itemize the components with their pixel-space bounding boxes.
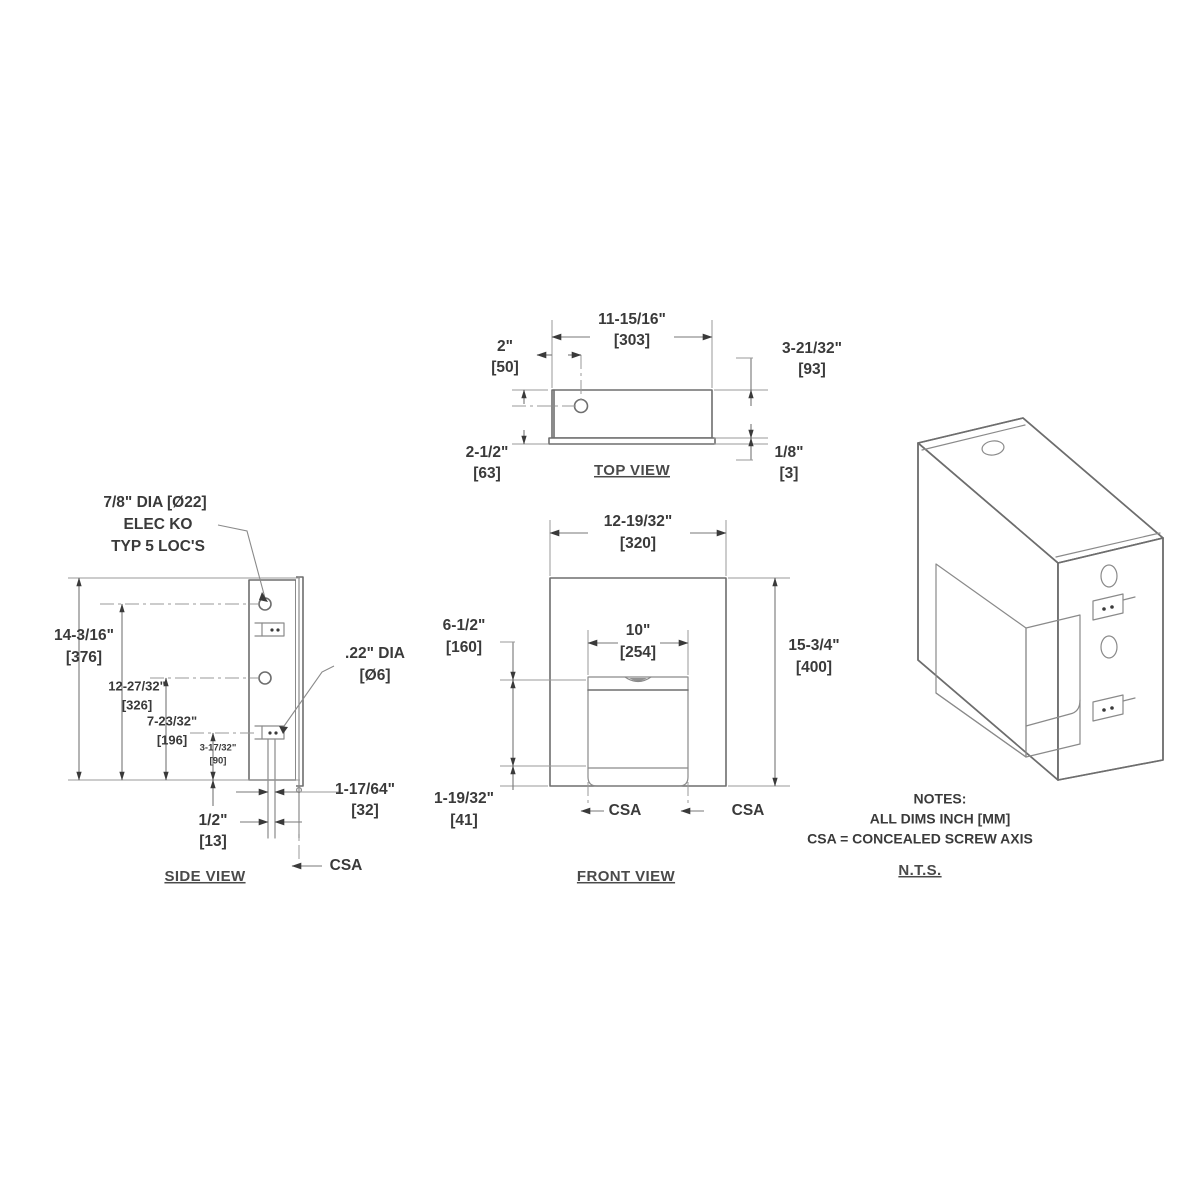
front-bottom-offset-mm: [41] xyxy=(450,812,478,829)
front-csa-label-right: CSA xyxy=(732,802,765,819)
front-width-mm: [320] xyxy=(620,535,656,552)
iso-side-slot-lower xyxy=(1092,694,1124,722)
side-view-upper-slot-hole-b xyxy=(276,628,280,632)
side-half-inch: 1/2" xyxy=(199,812,228,829)
side-midhole-mm: [196] xyxy=(157,732,187,747)
side-lowslot-mm: [90] xyxy=(210,756,227,767)
front-view-label: FRONT VIEW xyxy=(577,868,676,885)
top-depth-inch: 2-1/2" xyxy=(466,444,509,461)
side-view-body-outline xyxy=(248,579,297,781)
notes-block: NOTES: ALL DIMS INCH [MM] CSA = CONCEALE… xyxy=(807,791,1033,879)
front-top-offset-mm: [160] xyxy=(446,639,482,656)
elec-ko-leader-arrow xyxy=(259,592,268,602)
front-height-mm: [400] xyxy=(796,659,832,676)
elec-ko-leader xyxy=(217,524,266,599)
notes-line-1: ALL DIMS INCH [MM] xyxy=(870,811,1011,827)
top-view-body-outline xyxy=(551,389,713,439)
top-flange-depth-mm: [93] xyxy=(798,361,826,378)
side-view-upper-slot-hole-a xyxy=(270,628,274,632)
top-view-label: TOP VIEW xyxy=(594,462,670,479)
iso-top-inner-line xyxy=(1055,532,1161,558)
iso-top-lip-line xyxy=(921,424,1026,451)
front-view-latch-fill xyxy=(629,678,647,681)
small-hole-line-1: .22" DIA xyxy=(345,645,405,662)
top-lip-mm: [3] xyxy=(780,465,799,482)
iso-silhouette xyxy=(917,417,1164,781)
top-depth-mm: [63] xyxy=(473,465,501,482)
side-midhole-inch: 7-23/32" xyxy=(147,713,197,728)
front-width-inch: 12-19/32" xyxy=(604,513,673,530)
notes-heading: NOTES: xyxy=(914,791,967,807)
iso-side-slot-lower-hole-b xyxy=(1110,706,1114,710)
side-half-mm: [13] xyxy=(199,833,227,850)
side-view-lower-slot-hole-b xyxy=(274,731,278,735)
iso-side-slot-upper-tail xyxy=(1122,596,1136,601)
small-hole-line-2: [Ø6] xyxy=(360,667,391,684)
iso-side-knockout-lower xyxy=(1100,635,1118,659)
iso-right-face xyxy=(1057,537,1164,781)
side-view-middle-knockout xyxy=(258,671,272,685)
iso-side-slot-upper xyxy=(1092,593,1124,621)
elec-ko-line-2: ELEC KO xyxy=(124,516,193,533)
iso-side-slot-upper-hole-b xyxy=(1110,605,1114,609)
front-bottom-offset-inch: 1-19/32" xyxy=(434,790,494,807)
iso-side-slot-lower-hole-a xyxy=(1102,708,1106,712)
side-upperhole-inch: 12-27/32" xyxy=(108,678,165,693)
side-view-upper-slot xyxy=(261,622,285,637)
elec-ko-line-3: TYP 5 LOC'S xyxy=(111,538,205,555)
top-hole-offset-mm: [50] xyxy=(491,359,519,376)
side-depth-inch: 1-17/64" xyxy=(335,781,395,798)
front-view-group: 12-19/32" [320] 10" [254] 6-1/2" [160] 1… xyxy=(434,513,840,885)
elec-ko-line-1: 7/8" DIA [Ø22] xyxy=(103,494,206,511)
notes-line-2: CSA = CONCEALED SCREW AXIS xyxy=(807,831,1033,847)
front-height-inch: 15-3/4" xyxy=(788,637,839,654)
side-view-lower-slot-hole-a xyxy=(268,731,272,735)
iso-side-slot-upper-hole-a xyxy=(1102,607,1106,611)
isometric-view-group xyxy=(917,417,1164,781)
side-depth-mm: [32] xyxy=(351,802,379,819)
front-view-latch-tab xyxy=(624,676,652,683)
front-view-opening xyxy=(587,676,689,787)
small-hole-leader xyxy=(281,665,335,730)
side-overall-mm: [376] xyxy=(66,649,102,666)
front-opening-mm: [254] xyxy=(620,644,656,661)
side-upperhole-mm: [326] xyxy=(122,697,152,712)
top-width-mm: [303] xyxy=(614,332,650,349)
top-view-front-lip xyxy=(548,437,716,445)
top-view-group: 11-15/16" [303] 2" [50] 2-1/2" [63] 3-21… xyxy=(466,311,842,482)
top-lip-inch: 1/8" xyxy=(775,444,804,461)
top-hole-offset-inch: 2" xyxy=(497,338,513,355)
side-view-lower-slot xyxy=(261,725,285,740)
side-overall-inch: 14-3/16" xyxy=(54,627,114,644)
side-view-label: SIDE VIEW xyxy=(164,868,246,885)
scale-label: N.T.S. xyxy=(898,862,941,879)
top-flange-depth-inch: 3-21/32" xyxy=(782,340,842,357)
front-csa-label-left: CSA xyxy=(609,802,642,819)
front-opening-inch: 10" xyxy=(626,622,651,639)
side-view-csa-label: CSA xyxy=(330,857,363,874)
top-width-inch: 11-15/16" xyxy=(598,311,666,328)
iso-side-knockout-upper xyxy=(1100,564,1118,588)
iso-side-slot-lower-tail xyxy=(1122,697,1136,702)
small-hole-leader-arrow xyxy=(279,726,288,734)
iso-top-knockout xyxy=(981,440,1005,456)
front-top-offset-inch: 6-1/2" xyxy=(443,617,486,634)
side-view-group: CSA 14-3/16" [376] 12-27/32" [326] 7-23/… xyxy=(54,494,405,885)
side-lowslot-inch: 3-17/32" xyxy=(200,743,237,754)
